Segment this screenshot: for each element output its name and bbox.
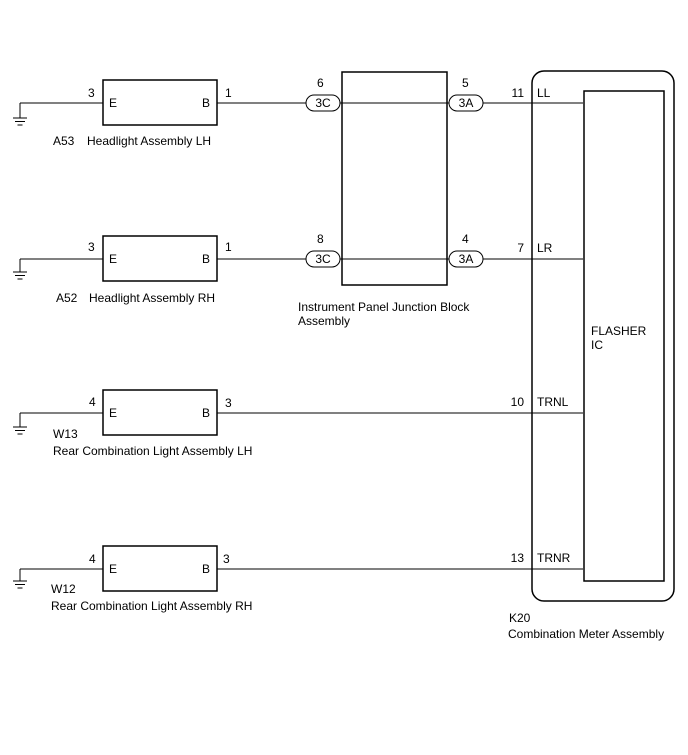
meter-code: K20 bbox=[509, 611, 531, 625]
junction-block-box bbox=[341, 71, 448, 286]
meter-pin: 11 bbox=[512, 86, 525, 100]
jb-out-pin: 4 bbox=[462, 232, 469, 246]
ground-symbol-icon bbox=[13, 569, 27, 589]
jb-in-connector-label: 3C bbox=[315, 252, 331, 266]
terminal-b-label: B bbox=[202, 406, 210, 420]
meter-pin: 7 bbox=[517, 241, 524, 255]
combination-meter-box bbox=[531, 70, 675, 602]
meter-terminal-name: LL bbox=[537, 86, 551, 100]
terminal-b-label: B bbox=[202, 562, 210, 576]
ground-symbol-icon bbox=[13, 259, 27, 280]
meter-pin: 10 bbox=[511, 395, 525, 409]
terminal-b-label: B bbox=[202, 96, 210, 110]
rear-light-rh-box bbox=[102, 545, 218, 592]
pin-e-number: 3 bbox=[88, 240, 95, 254]
meter-terminal-name: TRNL bbox=[537, 395, 569, 409]
ground-symbol-icon bbox=[13, 103, 27, 126]
terminal-e-label: E bbox=[109, 406, 117, 420]
jb-in-connector-label: 3C bbox=[315, 96, 331, 110]
component-code: W13 bbox=[53, 427, 78, 441]
component-name: Headlight Assembly LH bbox=[87, 134, 211, 148]
meter-terminal-name: LR bbox=[537, 241, 553, 255]
jb-in-pin: 6 bbox=[317, 76, 324, 90]
component-name: Rear Combination Light Assembly LH bbox=[53, 444, 252, 458]
component-name: Rear Combination Light Assembly RH bbox=[51, 599, 252, 613]
component-code: A53 bbox=[53, 134, 75, 148]
junction-block-name-line2: Assembly bbox=[298, 314, 350, 328]
jb-out-pin: 5 bbox=[462, 76, 469, 90]
flasher-ic-label: FLASHER bbox=[591, 324, 647, 338]
jb-in-pin: 8 bbox=[317, 232, 324, 246]
terminal-e-label: E bbox=[109, 252, 117, 266]
headlight-rh-box bbox=[102, 235, 218, 282]
pin-b-number: 1 bbox=[225, 240, 232, 254]
meter-terminal-name: TRNR bbox=[537, 551, 571, 565]
pin-e-number: 3 bbox=[88, 86, 95, 100]
rear-light-lh-box bbox=[102, 389, 218, 436]
meter-name: Combination Meter Assembly bbox=[508, 627, 664, 641]
pin-e-number: 4 bbox=[89, 395, 96, 409]
jb-out-connector-label: 3A bbox=[459, 96, 474, 110]
pin-b-number: 3 bbox=[225, 396, 232, 410]
jb-out-connector-label: 3A bbox=[459, 252, 474, 266]
terminal-e-label: E bbox=[109, 562, 117, 576]
terminal-b-label: B bbox=[202, 252, 210, 266]
pin-e-number: 4 bbox=[89, 552, 96, 566]
pin-b-number: 1 bbox=[225, 86, 232, 100]
component-code: W12 bbox=[51, 582, 76, 596]
headlight-lh-box bbox=[102, 79, 218, 126]
terminal-e-label: E bbox=[109, 96, 117, 110]
pin-b-number: 3 bbox=[223, 552, 230, 566]
flasher-ic-box bbox=[583, 90, 665, 582]
flasher-ic-label-line2: IC bbox=[591, 338, 603, 352]
meter-pin: 13 bbox=[511, 551, 525, 565]
junction-block-name: Instrument Panel Junction Block bbox=[298, 300, 470, 314]
component-name: Headlight Assembly RH bbox=[89, 291, 215, 305]
ground-symbol-icon bbox=[13, 413, 27, 435]
component-code: A52 bbox=[56, 291, 78, 305]
